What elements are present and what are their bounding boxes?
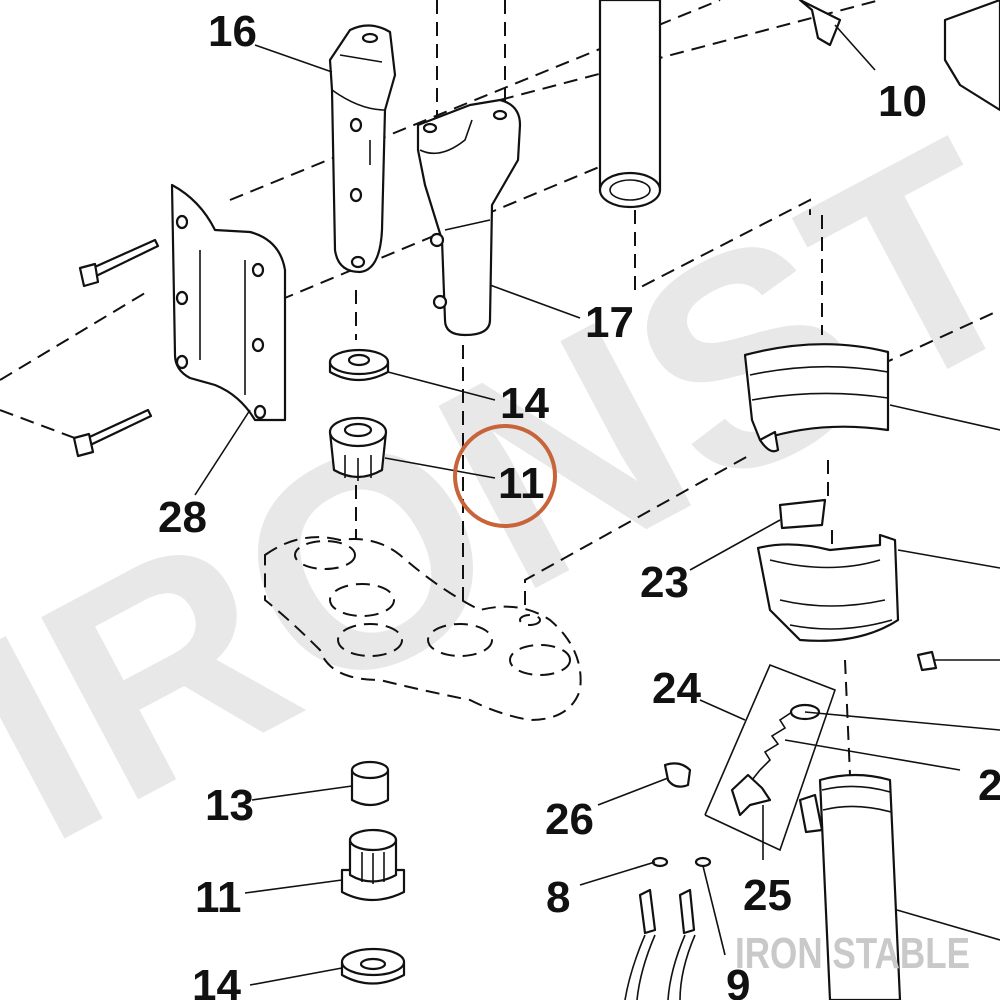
- callout-17: 17: [585, 298, 634, 347]
- callout-25: 25: [743, 871, 792, 920]
- grip-housing-lower: [756, 533, 938, 672]
- washer-14-upper: [328, 348, 390, 382]
- callout-11-lower: 11: [195, 873, 242, 922]
- bushing-11-lower: [340, 828, 406, 902]
- grip-housing-upper: [743, 343, 890, 453]
- upper-tube: [598, 0, 1000, 209]
- callout-23: 23: [640, 558, 689, 607]
- triple-clamp: [264, 536, 582, 722]
- callout-28: 28: [158, 493, 207, 542]
- throttle-tube: [798, 773, 902, 1000]
- fork-slider-17: [416, 98, 522, 337]
- callout-16: 16: [208, 7, 257, 56]
- callout-2x: 2: [978, 761, 1000, 810]
- brake-hoses: [624, 856, 712, 1000]
- callout-9: 9: [726, 961, 750, 1000]
- callout-leaders: [194, 24, 1000, 986]
- iron-stable-watermark: IRON STABLE: [735, 929, 970, 978]
- highlight-circle: [453, 424, 557, 528]
- spring-assembly-24: [663, 663, 837, 852]
- callout-24: 24: [652, 664, 701, 713]
- washer-14-lower: [340, 947, 406, 985]
- fork-slider-16: [328, 24, 397, 274]
- sleeve-13: [350, 760, 390, 807]
- callout-13: 13: [205, 781, 254, 830]
- spacer-23: [778, 498, 827, 530]
- callout-26: 26: [545, 795, 594, 844]
- callout-14-upper: 14: [500, 379, 549, 428]
- callout-10: 10: [878, 77, 927, 126]
- callout-11-upper: 11: [498, 459, 545, 508]
- callout-labels: 16 10 17 14 11 28 23 24 26 25 13 11 8 9 …: [158, 7, 1000, 1000]
- cover-plate-28: [72, 183, 287, 458]
- callout-14-lower: 14: [192, 961, 241, 1000]
- bushing-11-upper: [328, 416, 388, 481]
- callout-8: 8: [546, 873, 570, 922]
